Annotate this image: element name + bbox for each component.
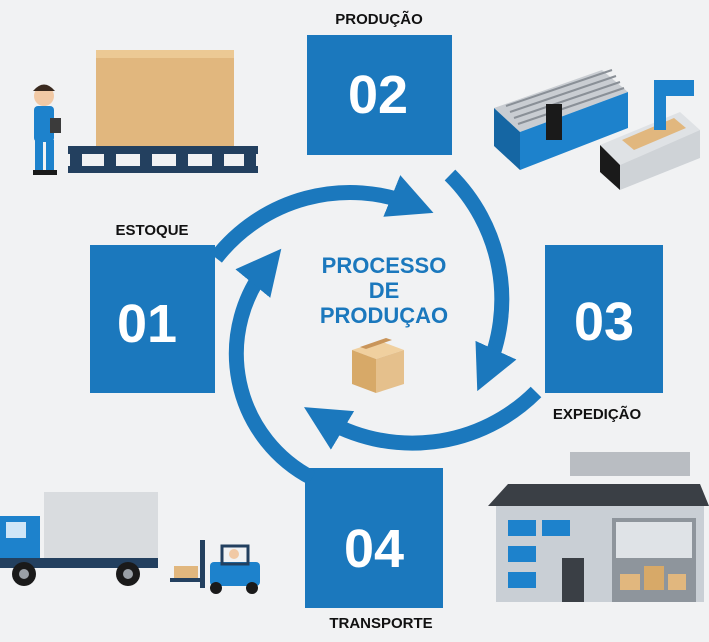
production-machines-illustration xyxy=(494,69,700,190)
center-title-line-1: PROCESSO xyxy=(322,253,447,278)
step-label-expedicao: EXPEDIÇÃO xyxy=(553,405,642,423)
arrow-expedicao-to-transporte xyxy=(304,386,542,451)
step-number-04: 04 xyxy=(344,519,404,579)
center-title-line-3: PRODUÇAO xyxy=(320,303,448,328)
arrow-transporte-to-estoque xyxy=(228,248,316,485)
box-icon xyxy=(352,338,404,393)
step-panel-04: 04 xyxy=(305,468,443,608)
cycle-arrows xyxy=(210,169,542,485)
step-label-producao: PRODUÇÃO xyxy=(335,10,423,28)
step-panel-01: 01 xyxy=(90,245,215,393)
step-number-02: 02 xyxy=(348,65,408,125)
step-number-03: 03 xyxy=(574,292,634,352)
warehouse-worker-pallet-illustration xyxy=(33,50,258,175)
arrow-estoque-to-producao xyxy=(210,175,434,263)
step-panel-02: 02 xyxy=(307,35,452,155)
step-label-transporte: TRANSPORTE xyxy=(329,615,432,632)
arrow-producao-to-expedicao xyxy=(444,169,517,392)
center-title-line-2: DE xyxy=(369,278,400,303)
step-label-estoque: ESTOQUE xyxy=(115,222,188,239)
warehouse-illustration xyxy=(488,452,709,602)
step-number-01: 01 xyxy=(117,294,177,354)
step-panel-03: 03 xyxy=(545,245,663,393)
center-title: PROCESSO DE PRODUÇAO xyxy=(320,253,448,328)
truck-forklift-illustration xyxy=(0,492,260,594)
